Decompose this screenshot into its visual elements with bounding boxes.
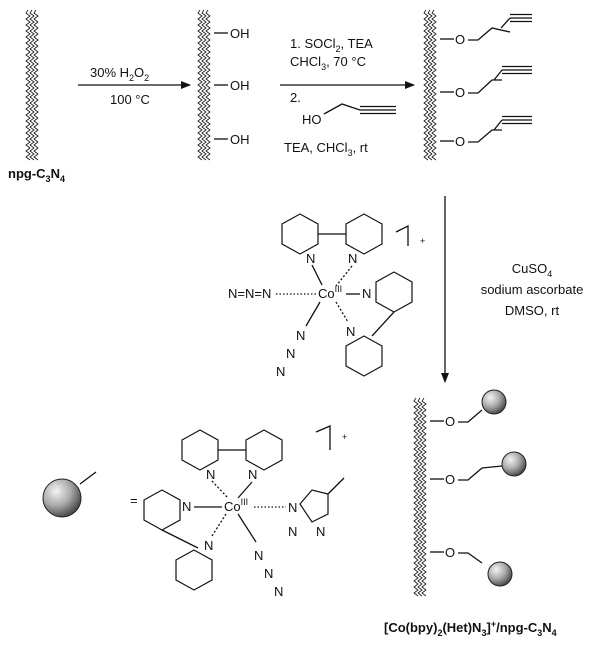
- nitrogen-label: N: [182, 499, 191, 514]
- step2-line5: TEA, CHCl3, rt: [284, 140, 368, 158]
- triazole-ring: [299, 489, 329, 523]
- product-label: [Co(bpy)2(Het)N3]+/npg-C3N4: [384, 619, 557, 638]
- cobalt-center: CoIII: [318, 284, 342, 301]
- pyridine-ring: [245, 429, 283, 471]
- surface-wave-line: [427, 9, 433, 161]
- legend-equals: =: [130, 493, 138, 508]
- azide-nitrogen: N: [264, 566, 273, 581]
- step2-line1: 1. SOCl2, TEA: [290, 36, 373, 54]
- step2-line3: 2.: [290, 90, 301, 105]
- azide-nitrogen: N: [254, 548, 263, 563]
- surface-wave-line: [29, 9, 35, 161]
- azide-nitrogen: N: [286, 346, 295, 361]
- start-material-label: npg-C3N4: [8, 166, 65, 184]
- pyridine-ring: [175, 549, 213, 591]
- pyridine-ring: [181, 429, 219, 471]
- azide-ligand: N=N=N: [228, 286, 271, 301]
- nitrogen-label: N: [346, 324, 355, 339]
- surface-oh: [197, 9, 211, 161]
- ether-oxygen: O: [445, 472, 455, 487]
- propargyl-alcohol-structure: [323, 103, 396, 115]
- surface-wave-line: [33, 9, 39, 161]
- nitrogen-label: N: [348, 251, 357, 266]
- charge-label: +: [420, 236, 425, 246]
- sphere-icon: [487, 561, 513, 587]
- cobalt-triazole-complex: N N CoIII N N N N N N N N +: [143, 425, 347, 599]
- sphere-icon: [481, 389, 507, 415]
- ether-oxygen: O: [445, 545, 455, 560]
- ether-oxygen: O: [455, 85, 465, 100]
- propargyl-alcohol-ho: HO: [302, 112, 322, 127]
- step3-line2: sodium ascorbate: [481, 282, 584, 297]
- nitrogen-label: N: [248, 467, 257, 482]
- surface-product: [413, 397, 427, 597]
- azide-nitrogen: N: [296, 328, 305, 343]
- surface-wave-line: [201, 9, 207, 161]
- nitrogen-label: N: [306, 251, 315, 266]
- surface-wave-line: [423, 9, 429, 161]
- azide-nitrogen: N: [276, 364, 285, 379]
- step3-line3: DMSO, rt: [505, 303, 560, 318]
- nitrogen-label: N: [362, 286, 371, 301]
- surface-wave-line: [413, 397, 419, 597]
- surface-wave-line: [431, 9, 437, 161]
- cobalt-azide-complex: N N CoIII N=N=N N N N N N +: [228, 213, 425, 379]
- pyridine-ring: [345, 213, 383, 255]
- surface-wave-line: [25, 9, 31, 161]
- step1-reagent: 30% H2O2: [90, 65, 149, 83]
- pyridine-ring: [345, 335, 383, 377]
- triazole-nitrogen: N: [288, 524, 297, 539]
- triazole-nitrogen: N: [316, 524, 325, 539]
- nitrogen-label: N: [204, 538, 213, 553]
- cobalt-center: CoIII: [224, 497, 248, 514]
- pyridine-ring: [375, 271, 413, 313]
- product-surface-groups: O O O: [430, 389, 527, 587]
- legend-sphere: =: [42, 471, 138, 518]
- hydroxyl-label: OH: [230, 26, 250, 41]
- step3-line1: CuSO4: [512, 261, 552, 279]
- charge-label: +: [342, 432, 347, 442]
- propargyl-ether-groups: O O O: [440, 13, 532, 149]
- nitrogen-label: N: [206, 467, 215, 482]
- step2-line2: CHCl3, 70 °C: [290, 54, 366, 72]
- hydroxyl-groups: OH OH OH: [214, 26, 250, 147]
- surface-wave-line: [205, 9, 211, 161]
- surface-propargyl: [423, 9, 437, 161]
- triazole-nitrogen: N: [288, 500, 297, 515]
- ether-oxygen: O: [455, 32, 465, 47]
- sphere-icon: [42, 478, 82, 518]
- pyridine-ring: [143, 489, 181, 531]
- ether-oxygen: O: [455, 134, 465, 149]
- surface-wave-line: [197, 9, 203, 161]
- pyridine-ring: [281, 213, 319, 255]
- step1-temperature: 100 °C: [110, 92, 150, 107]
- surface-npg-c3n4: [25, 9, 39, 161]
- hydroxyl-label: OH: [230, 132, 250, 147]
- surface-wave-line: [417, 397, 423, 597]
- sphere-icon: [501, 451, 527, 477]
- hydroxyl-label: OH: [230, 78, 250, 93]
- surface-wave-line: [421, 397, 427, 597]
- azide-nitrogen: N: [274, 584, 283, 599]
- ether-oxygen: O: [445, 414, 455, 429]
